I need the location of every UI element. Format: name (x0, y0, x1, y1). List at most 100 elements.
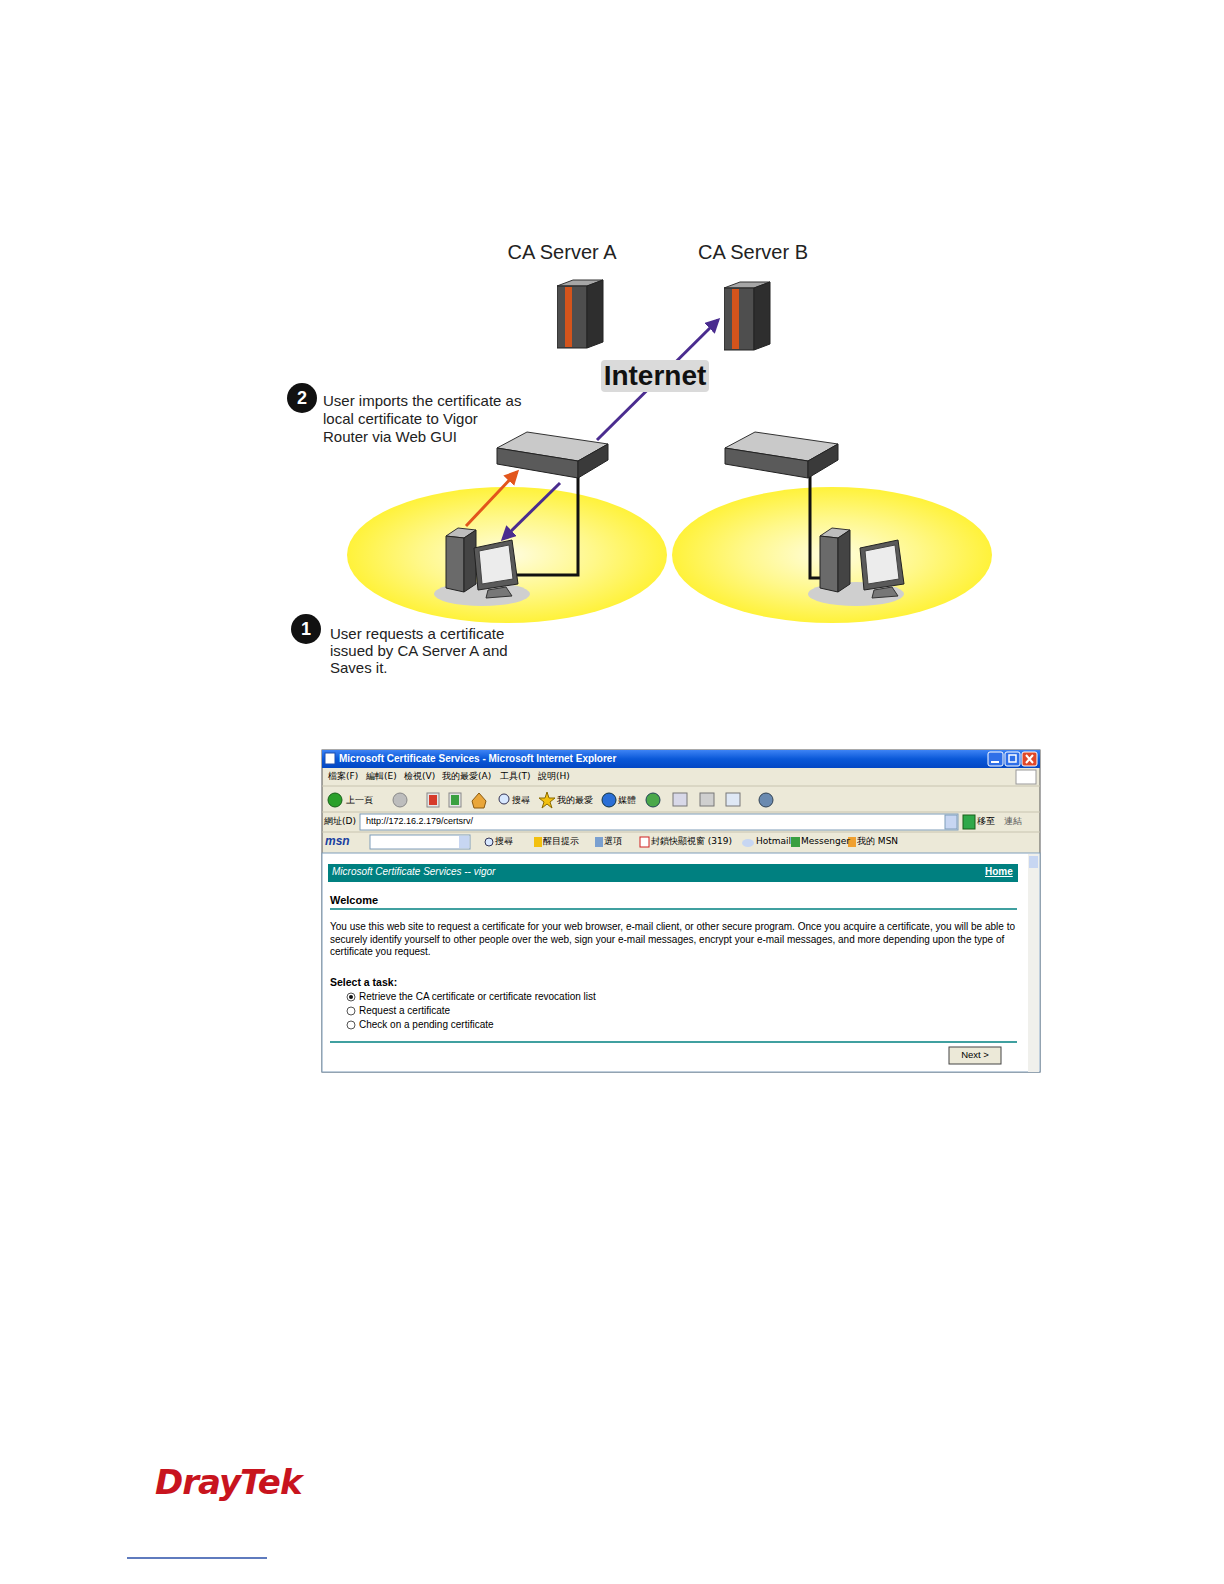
next-button: Next > (949, 1049, 1001, 1060)
toolbar-button: 封鎖快顯視窗 (319) (651, 836, 732, 847)
graphic-part (595, 837, 603, 847)
graphic-part (497, 448, 578, 478)
graphic-part (742, 839, 754, 847)
server-icon (724, 280, 772, 352)
radio-option: Request a certificate (359, 1005, 450, 1017)
graphic-part (427, 793, 439, 807)
callout-number: 1 (294, 618, 318, 640)
internet-cloud: Internet (545, 300, 765, 452)
request-arrow (597, 320, 718, 440)
upload-arrow (466, 472, 517, 526)
graphic-part (322, 853, 1040, 1072)
graphic-part (602, 793, 616, 807)
graphic-part (449, 793, 461, 807)
graphic-part (661, 382, 729, 450)
lan-area (672, 487, 992, 623)
graphic-part (349, 995, 353, 999)
router (725, 432, 838, 478)
toolbar-button: Hotmail (756, 836, 791, 847)
server-icon (557, 278, 605, 350)
msn-logo: msn (325, 834, 350, 848)
page-heading: Welcome (330, 894, 378, 907)
ca-server: CA Server A (503, 241, 622, 353)
graphic-part (791, 837, 800, 847)
graphic-part (945, 815, 957, 829)
cloud-label: Internet (545, 360, 765, 392)
graphic-part (464, 530, 476, 592)
graphic-part (646, 793, 660, 807)
graphic-part (451, 795, 459, 805)
toolbar-button: 搜尋 (495, 836, 513, 847)
graphic-part (486, 587, 512, 598)
menu-item: 說明(H) (538, 771, 570, 782)
ca-server: CA Server B (693, 241, 814, 355)
footer-rule (127, 1557, 267, 1559)
graphic-part (446, 536, 464, 592)
graphic-part (472, 793, 486, 808)
computer (808, 528, 904, 606)
graphic-part (640, 837, 649, 847)
graphic-part (1005, 752, 1020, 766)
toolbar-button: 搜尋 (512, 795, 530, 806)
graphic-part (726, 793, 740, 806)
callout-text: User imports the certificate as local ce… (323, 392, 523, 446)
graphic-part (330, 1041, 1017, 1043)
graphic-part (865, 545, 899, 584)
address-url: http://172.16.2.179/certsrv/ (366, 816, 473, 827)
menu-item: 編輯(E) (366, 771, 397, 782)
toolbar-button: 媒體 (618, 795, 636, 806)
toolbar-button: 醒目提示 (543, 836, 579, 847)
menu-item: 我的最愛(A) (442, 771, 491, 782)
menu-item: 檢視(V) (404, 771, 435, 782)
graphic-part (328, 793, 342, 807)
toolbar-button: 移至 (977, 816, 995, 827)
graphic-part (347, 1021, 355, 1029)
callout-text: User requests a certificate issued by CA… (330, 625, 530, 676)
graphic-part (808, 444, 838, 478)
graphic-part (578, 444, 608, 478)
graphic-part (322, 832, 1040, 833)
window-title: Microsoft Certificate Services - Microso… (339, 753, 616, 765)
graphic-part (330, 908, 1017, 910)
graphic-part (539, 792, 555, 808)
address-label: 網址(D) (324, 816, 356, 827)
graphic-part (705, 376, 765, 440)
computer (434, 528, 530, 606)
graphic-part (322, 812, 1040, 813)
graphic-part (872, 587, 898, 598)
graphic-part (459, 836, 469, 848)
toolbar-button: 選項 (604, 836, 622, 847)
graphic-part (754, 282, 770, 350)
toolbar-button: Messenger (801, 836, 850, 847)
toolbar-button: 我的 MSN (857, 836, 898, 847)
graphic-part (1016, 770, 1036, 784)
menu-item: 檔案(F) (328, 771, 358, 782)
graphic-part (587, 280, 603, 348)
graphic-part (725, 448, 808, 478)
radio-option: Check on a pending certificate (359, 1019, 494, 1031)
graphic-part (360, 814, 958, 830)
graphic-part (838, 530, 850, 592)
graphic-part (370, 835, 470, 849)
graphic-part (499, 794, 509, 804)
graphic-part (732, 289, 739, 349)
graphic-part (347, 1007, 355, 1015)
graphic-part (1029, 856, 1038, 868)
cloud-label-text: Internet (601, 360, 710, 392)
graphic-part (988, 752, 1003, 766)
graphic-part (860, 540, 904, 590)
toolbar-button: 連結 (1004, 816, 1022, 827)
page-paragraph: You use this web site to request a certi… (330, 921, 1018, 959)
graphic-part (393, 793, 407, 807)
graphic-part (549, 304, 765, 450)
graphic-part (820, 536, 838, 592)
radio-option: Retrieve the CA certificate or certifica… (359, 991, 596, 1003)
toolbar-button: 上一頁 (346, 795, 373, 806)
graphic-part (328, 864, 1018, 882)
page-header: Microsoft Certificate Services -- vigor (332, 866, 495, 878)
graphic-part (557, 286, 587, 348)
graphic-part (700, 793, 714, 806)
return-arrow (503, 483, 560, 539)
